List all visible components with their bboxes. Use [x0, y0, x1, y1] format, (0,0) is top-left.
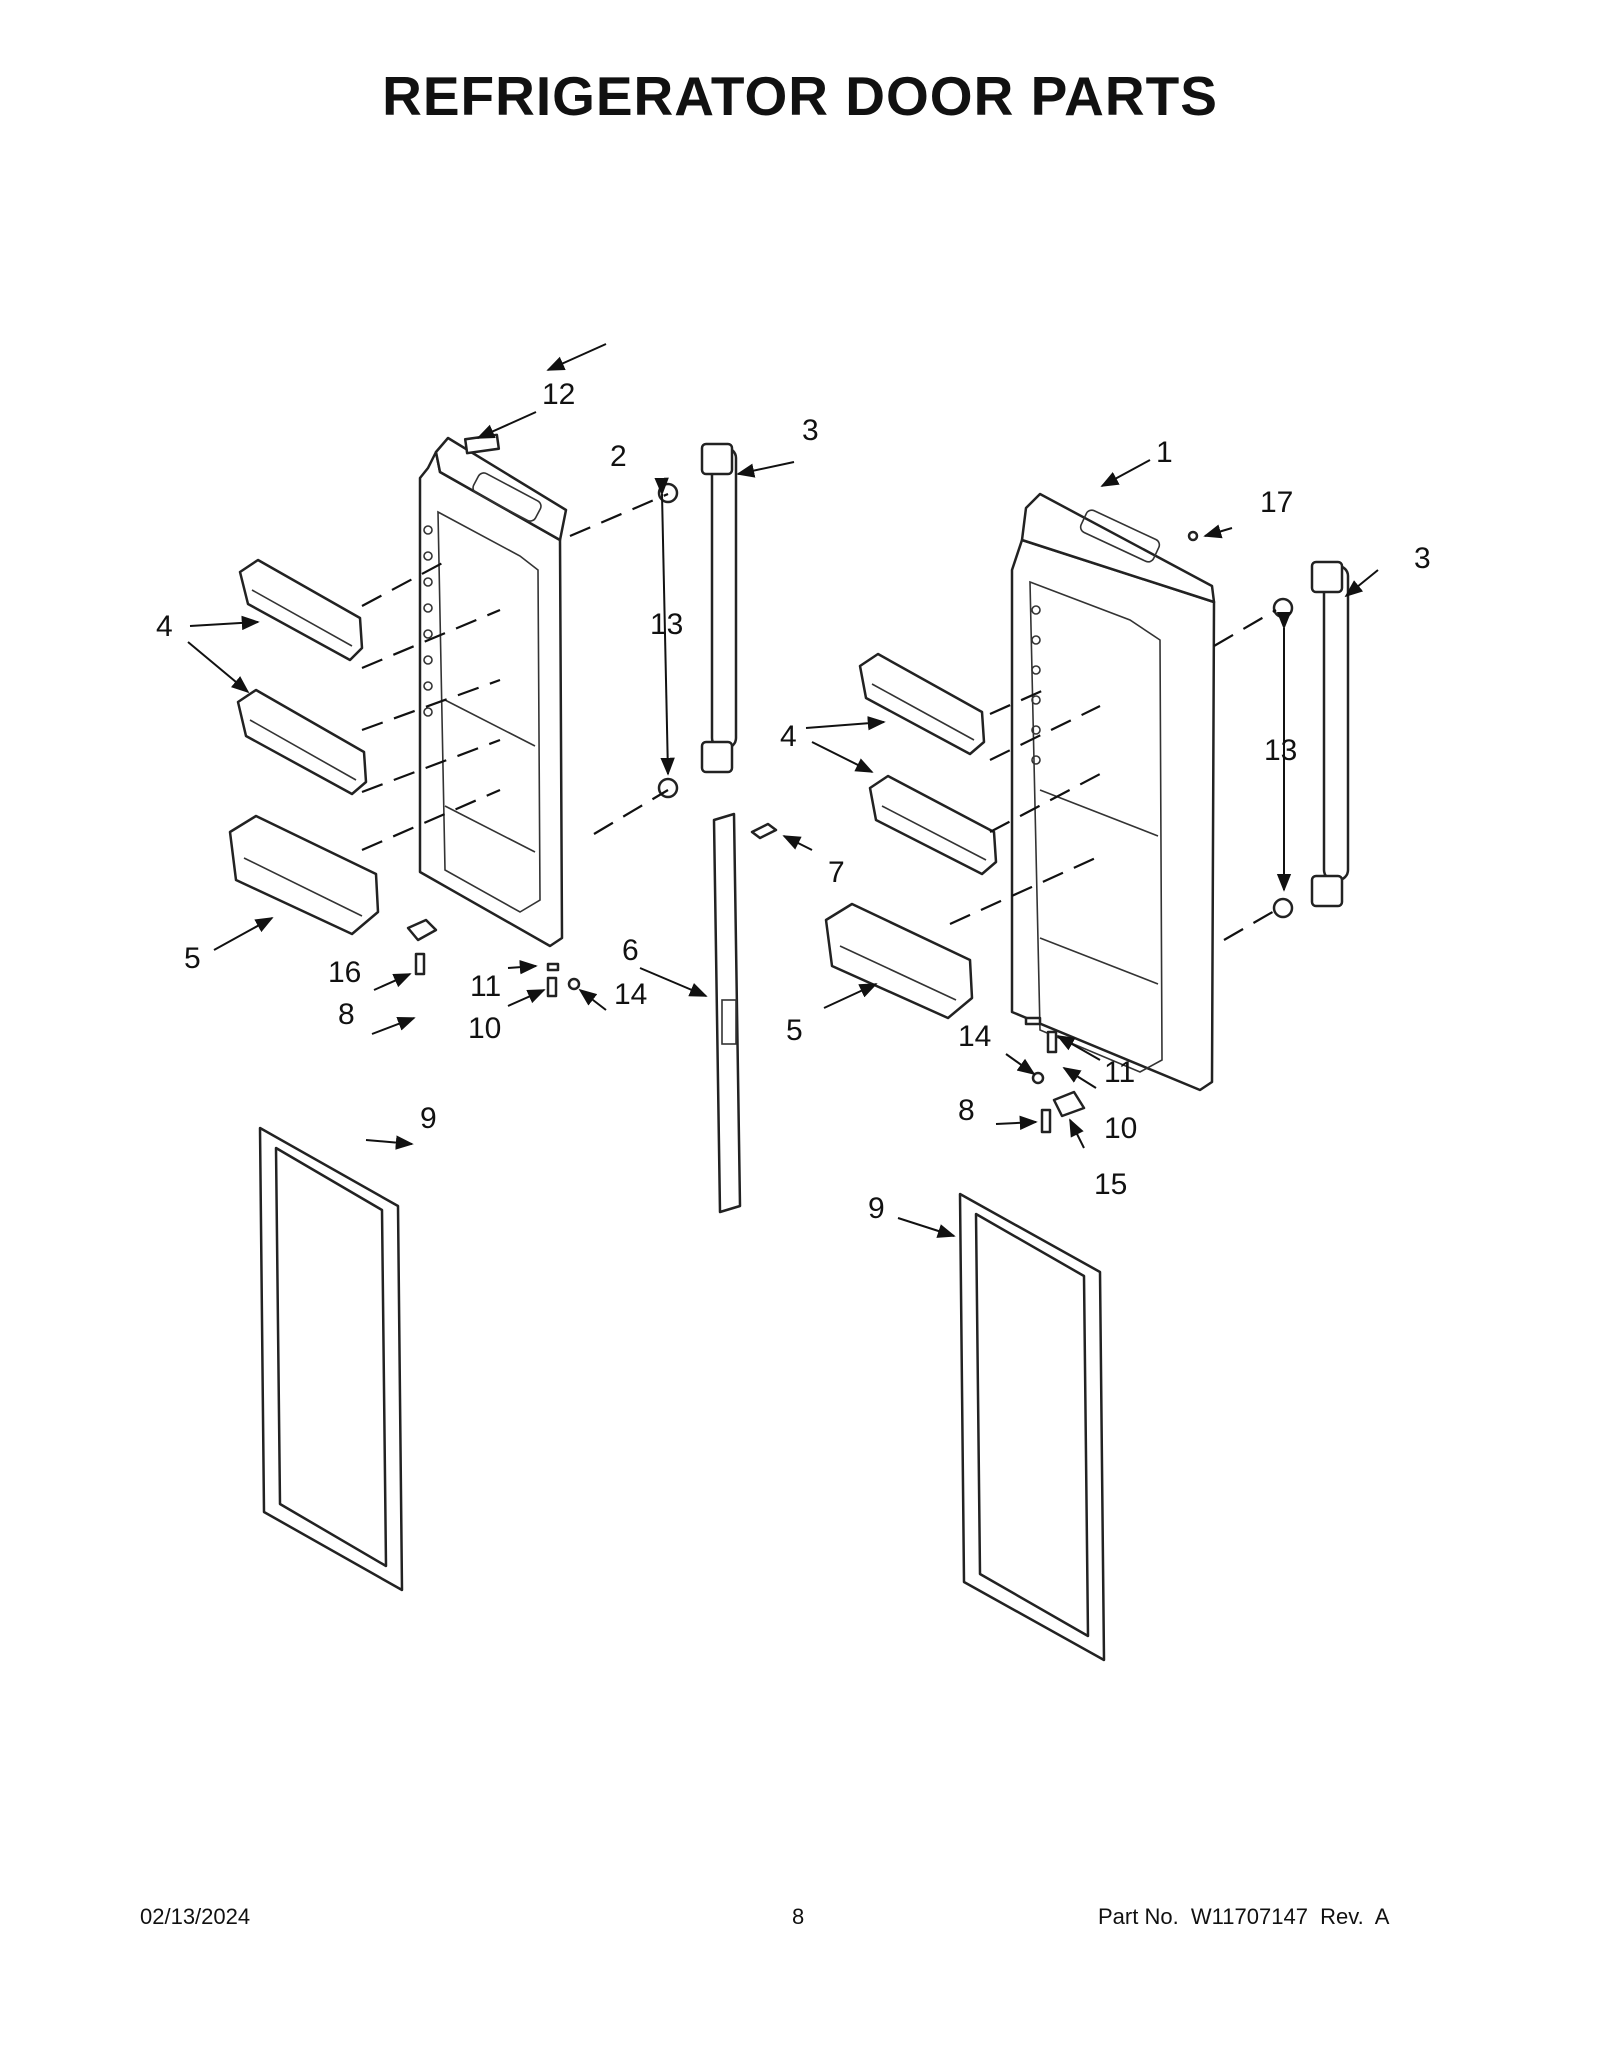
left-gallon-bin: [228, 814, 380, 936]
right-door-liner: [1010, 492, 1216, 1092]
callout-6: 6: [622, 934, 639, 967]
part-17-screw: [1187, 530, 1199, 542]
right-door-bin-upper: [858, 652, 986, 756]
left-door-bin-upper: [238, 558, 364, 662]
part-12-label: [463, 433, 501, 455]
callout-leaders: [187, 343, 1379, 1238]
callout-11-left: 11: [470, 970, 501, 1003]
callout-14-left: 14: [614, 978, 647, 1011]
callout-7: 7: [828, 856, 845, 889]
callout-3-right: 3: [1414, 542, 1431, 575]
callout-9-right: 9: [868, 1192, 885, 1225]
callout-8-right: 8: [958, 1094, 975, 1127]
alignment-dashed-lines: [361, 492, 1277, 941]
callout-1: 1: [1156, 436, 1173, 469]
callout-10-left: 10: [468, 1012, 501, 1045]
right-door-gasket: [958, 1192, 1106, 1662]
callout-5-right: 5: [786, 1014, 803, 1047]
callout-2: 2: [610, 440, 627, 473]
footer-part-number: Part No. W11707147 Rev. A: [1098, 1904, 1390, 1929]
right-door-bin-middle: [868, 774, 998, 876]
callout-13-left: 13: [650, 608, 683, 641]
callout-5-left: 5: [184, 942, 201, 975]
footer-page-number: 8: [792, 1904, 805, 1929]
callout-8-left: 8: [338, 998, 355, 1031]
callout-17: 17: [1260, 486, 1293, 519]
left-hinge-hardware: [406, 918, 581, 998]
footer-date: 02/13/2024: [140, 1904, 251, 1929]
callout-9-left: 9: [420, 1102, 437, 1135]
left-door-bin-middle: [236, 688, 368, 796]
callout-16: 16: [328, 956, 361, 989]
callout-13-right: 13: [1264, 734, 1297, 767]
left-door-liner: [418, 436, 568, 948]
callout-14-right: 14: [958, 1020, 991, 1053]
callout-numbers: 12 2 3 1 17 3 4 13 4 13 7 6 5 16 11 8 14…: [156, 378, 1431, 1225]
callout-4-right: 4: [780, 720, 797, 753]
part-7-screw: [750, 822, 778, 840]
page-title: REFRIGERATOR DOOR PARTS: [382, 65, 1218, 127]
callout-12: 12: [542, 378, 575, 411]
right-gallon-bin: [824, 902, 974, 1020]
callout-15: 15: [1094, 1168, 1127, 1201]
right-door-handle: [1310, 560, 1350, 908]
center-flipper-mullion: [712, 812, 742, 1214]
callout-10-right: 10: [1104, 1112, 1137, 1145]
callout-11-right: 11: [1104, 1056, 1135, 1089]
left-door-gasket: [258, 1126, 404, 1592]
callout-3-left: 3: [802, 414, 819, 447]
left-door-handle: [700, 442, 738, 774]
right-hinge-hardware: [1024, 1016, 1086, 1134]
callout-4-left: 4: [156, 610, 173, 643]
